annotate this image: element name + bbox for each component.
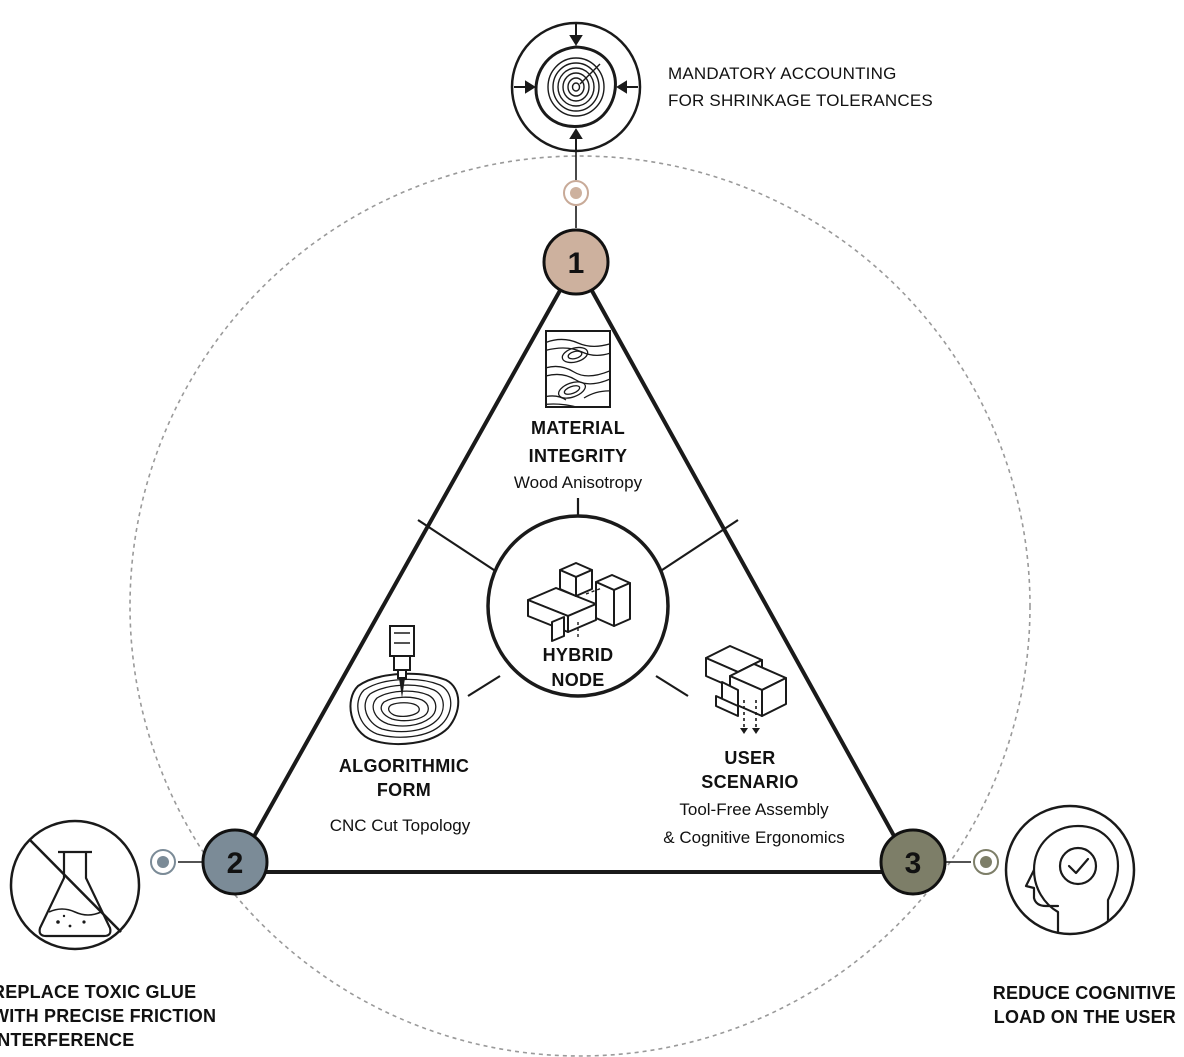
user-subtitle-line1: Tool-Free Assembly (679, 800, 829, 819)
connector-dot-right (973, 849, 999, 875)
cnc-router-icon (349, 625, 460, 745)
material-title-line1: MATERIAL (531, 418, 625, 438)
connector-dot-top (563, 180, 589, 206)
joint-assembly-icon (705, 645, 787, 734)
algorithmic-subtitle: CNC Cut Topology (330, 816, 471, 835)
left-outcome-line1: REPLACE TOXIC GLUE (0, 982, 196, 1002)
center-title-line2: NODE (551, 670, 604, 690)
user-title-line1: USER (724, 748, 775, 768)
algorithmic-title-line2: FORM (377, 780, 431, 800)
top-outcome-line1: MANDATORY ACCOUNTING (668, 64, 897, 83)
top-outcome-line2: FOR SHRINKAGE TOLERANCES (668, 91, 933, 110)
head-checkmark-icon (1004, 804, 1136, 936)
wood-grain-icon (545, 330, 611, 408)
left-outcome-line3: INTERFERENCE (0, 1030, 134, 1050)
vertex-badge-3: 3 (879, 828, 947, 896)
interlocking-joint-icon (527, 562, 631, 642)
vertex-badge-2: 2 (201, 828, 269, 896)
vertex-number-1: 1 (568, 247, 585, 280)
material-title-line2: INTEGRITY (529, 446, 628, 466)
user-subtitle-line2: & Cognitive Ergonomics (663, 828, 844, 847)
right-outcome-line1: REDUCE COGNITIVE (993, 983, 1176, 1003)
joint-guide-lines (577, 587, 603, 640)
connector-dot-left (150, 849, 176, 875)
vertex-number-2: 2 (227, 847, 244, 880)
wood-shrinkage-icon (510, 21, 642, 153)
algorithmic-title-line1: ALGORITHMIC (339, 756, 469, 776)
vertex-badge-1: 1 (542, 228, 610, 296)
outcome-connectors (178, 150, 971, 863)
outer-dashed-circle (129, 155, 1031, 1057)
no-glue-flask-icon (9, 819, 141, 951)
main-triangle (232, 260, 916, 874)
user-title-line2: SCENARIO (701, 772, 798, 792)
vertex-number-3: 3 (905, 847, 922, 880)
center-spokes (417, 498, 739, 697)
right-outcome-line2: LOAD ON THE USER (994, 1007, 1176, 1027)
left-outcome-line2: WITH PRECISE FRICTION (0, 1006, 216, 1026)
center-title-line1: HYBRID (543, 645, 614, 665)
material-subtitle: Wood Anisotropy (514, 473, 643, 492)
